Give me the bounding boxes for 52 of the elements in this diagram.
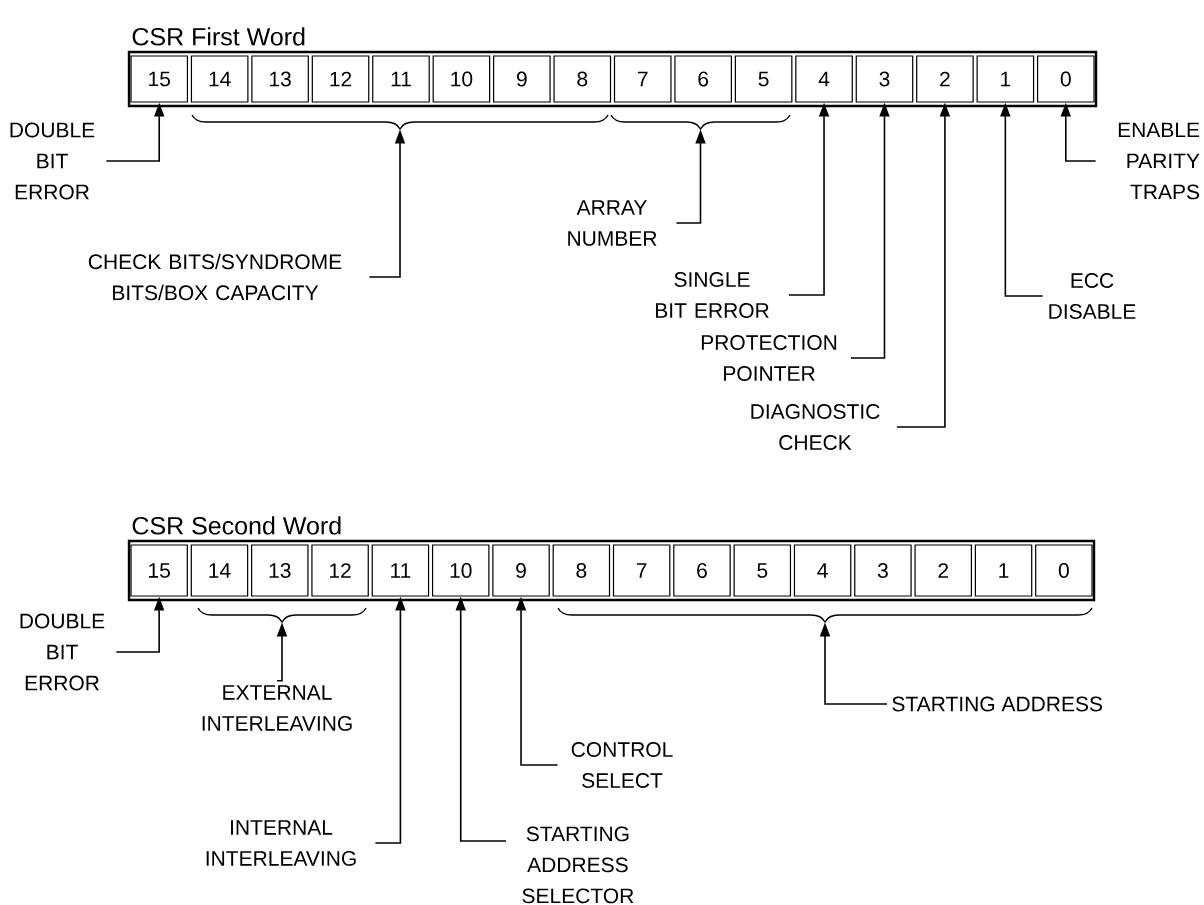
- bit-cell: 11: [372, 55, 430, 103]
- bit-cell: 10: [431, 544, 490, 597]
- brace: [191, 114, 609, 130]
- callout-label: DOUBLE BIT ERROR: [20, 613, 105, 691]
- bit-cell: 8: [553, 55, 612, 103]
- bit-cell: 13: [251, 544, 309, 597]
- bit-cell: 11: [371, 544, 430, 597]
- bit-cell: 6: [673, 544, 731, 597]
- bit-cell: 13: [251, 55, 309, 103]
- bit-cell: 3: [854, 544, 912, 597]
- bit-cell: 7: [612, 544, 671, 597]
- bit-cell: 5: [733, 544, 792, 597]
- bit-cell: 9: [492, 544, 550, 597]
- callout-label: DOUBLE BIT ERROR: [10, 122, 95, 200]
- bit-cell: 5: [734, 55, 793, 103]
- bit-cell: 0: [1036, 55, 1095, 103]
- bit-cell: 15: [130, 55, 189, 103]
- callout-label: CONTROL SELECT: [571, 742, 673, 788]
- bit-cell: 9: [493, 55, 551, 103]
- callout-label: ENABLE PARITY TRAPS: [1118, 122, 1200, 200]
- brace: [557, 607, 1093, 623]
- bit-cell: 10: [432, 55, 491, 103]
- brace: [197, 607, 367, 623]
- callout-label: ARRAY NUMBER: [568, 200, 657, 246]
- callout-label: PROTECTION POINTER: [701, 335, 837, 381]
- bit-cell: 2: [914, 544, 972, 597]
- callout-label: EXTERNAL INTERLEAVING: [202, 685, 352, 731]
- bit-cell: 2: [916, 55, 974, 103]
- bit-cell: 0: [1035, 544, 1093, 597]
- bit-cell: 6: [674, 55, 732, 103]
- callout-label: CHECK BITS/SYNDROME BITS/BOX CAPACITY: [88, 253, 342, 301]
- bit-cell: 1: [976, 55, 1035, 103]
- bit-cell: 1: [974, 544, 1033, 597]
- bit-cell: 14: [190, 55, 249, 103]
- bit-cell: 4: [795, 55, 853, 103]
- callout-label: SINGLE BIT ERROR: [656, 272, 769, 318]
- bit-cell: 4: [793, 544, 852, 597]
- callout-label: INTERNAL INTERLEAVING: [206, 820, 356, 866]
- register-title: CSR First Word: [132, 27, 305, 46]
- callout-label: STARTING ADDRESS: [892, 696, 1103, 712]
- register-title: CSR Second Word: [132, 516, 341, 535]
- bit-cell: 7: [613, 55, 672, 103]
- callout-label: ECC DISABLE: [1049, 273, 1136, 319]
- bit-cell: 12: [311, 544, 369, 597]
- callout-label: STARTING ADDRESS SELECTOR: [522, 826, 634, 904]
- bit-cell: 8: [552, 544, 611, 597]
- bit-cell: 3: [855, 55, 914, 103]
- brace: [610, 114, 791, 130]
- bit-cell: 14: [190, 544, 249, 597]
- callout-label: DIAGNOSTIC CHECK: [751, 404, 880, 450]
- bit-cell: 12: [311, 55, 370, 103]
- bit-cell: 15: [130, 544, 188, 597]
